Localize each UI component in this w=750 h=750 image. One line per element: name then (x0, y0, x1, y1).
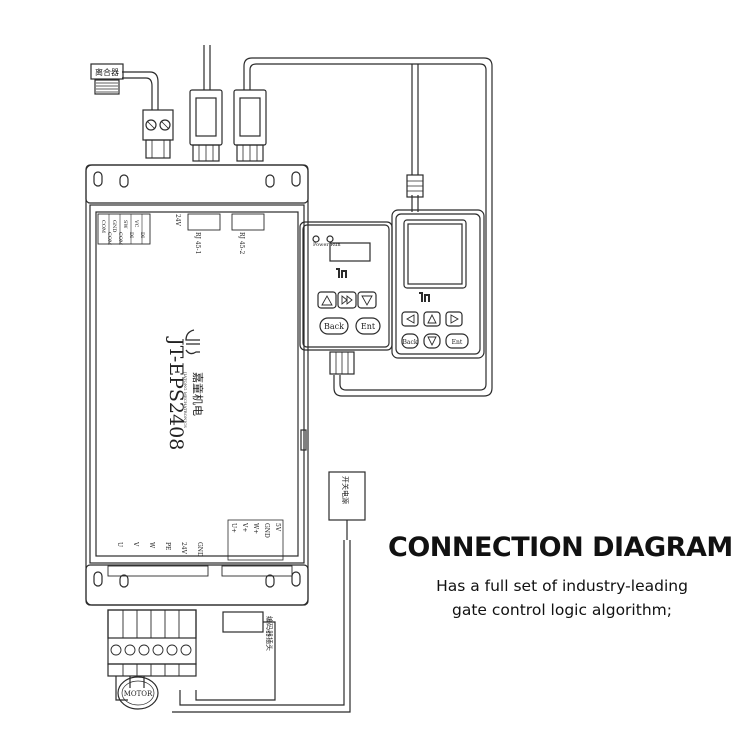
large-back-button[interactable]: Back (403, 339, 418, 346)
large-ent-button[interactable]: Ent (452, 339, 463, 346)
terminal-label: GND (263, 523, 270, 538)
model-label: JT-EPS2408 (165, 336, 187, 450)
terminal-label: DI (139, 232, 145, 238)
brand-label: 嘉童机电 (191, 372, 205, 416)
terminal-label: U+ (230, 523, 237, 533)
subtitle-line-1: Has a full set of industry-leading (436, 577, 688, 595)
terminal-label: COM (100, 220, 106, 233)
rewind-icon (341, 295, 353, 305)
down-arrow-icon (361, 295, 373, 306)
terminal-label: GND (111, 220, 117, 232)
terminal-label: V (132, 541, 139, 547)
motor-label: MOTOR (124, 690, 153, 698)
power-switch-label: 开关电源 (341, 476, 350, 504)
terminal-label: DI (128, 232, 134, 238)
page-title: CONNECTION DIAGRAM (388, 532, 733, 563)
bottom-terminal-labels: U V W PE 24V GND U+ V+ W+ GND 5V (116, 522, 281, 557)
down-arrow-icon (427, 336, 437, 347)
terminal-label: U (116, 542, 123, 547)
terminal-label: 5V (274, 523, 281, 532)
port-rj45-1: RJ 45-1 (194, 232, 201, 254)
relay-label: 离合器 (95, 67, 119, 77)
terminal-label: W (148, 542, 155, 549)
port-rj45-2: RJ 45-2 (238, 232, 245, 254)
terminal-label: GND (196, 542, 203, 557)
left-arrow-icon (406, 314, 415, 324)
right-arrow-icon (450, 314, 459, 324)
indicator-label: Power Run (313, 242, 341, 248)
encoder-label: 编码器插头 (265, 616, 274, 651)
small-back-button[interactable]: Back (324, 322, 344, 331)
up-arrow-icon (321, 295, 333, 306)
voltage-label: 24V (174, 214, 181, 227)
terminal-label: V+ (241, 522, 248, 532)
terminal-label: COM (117, 232, 123, 245)
subtitle-line-2: gate control logic algorithm; (452, 601, 672, 619)
small-ent-button[interactable]: Ent (361, 322, 376, 331)
terminal-label: W+ (252, 523, 259, 534)
brand-logo (336, 268, 430, 302)
terminal-label: SW (122, 220, 128, 229)
terminal-label: VC (133, 219, 139, 228)
brand-en-label: JIATONG MECHATRONICS (183, 371, 188, 428)
terminal-label: COM (106, 232, 112, 245)
terminal-label: 24V (180, 542, 187, 555)
terminal-label: PE (164, 542, 171, 550)
controller-logo (185, 329, 200, 355)
up-arrow-icon (427, 313, 437, 324)
